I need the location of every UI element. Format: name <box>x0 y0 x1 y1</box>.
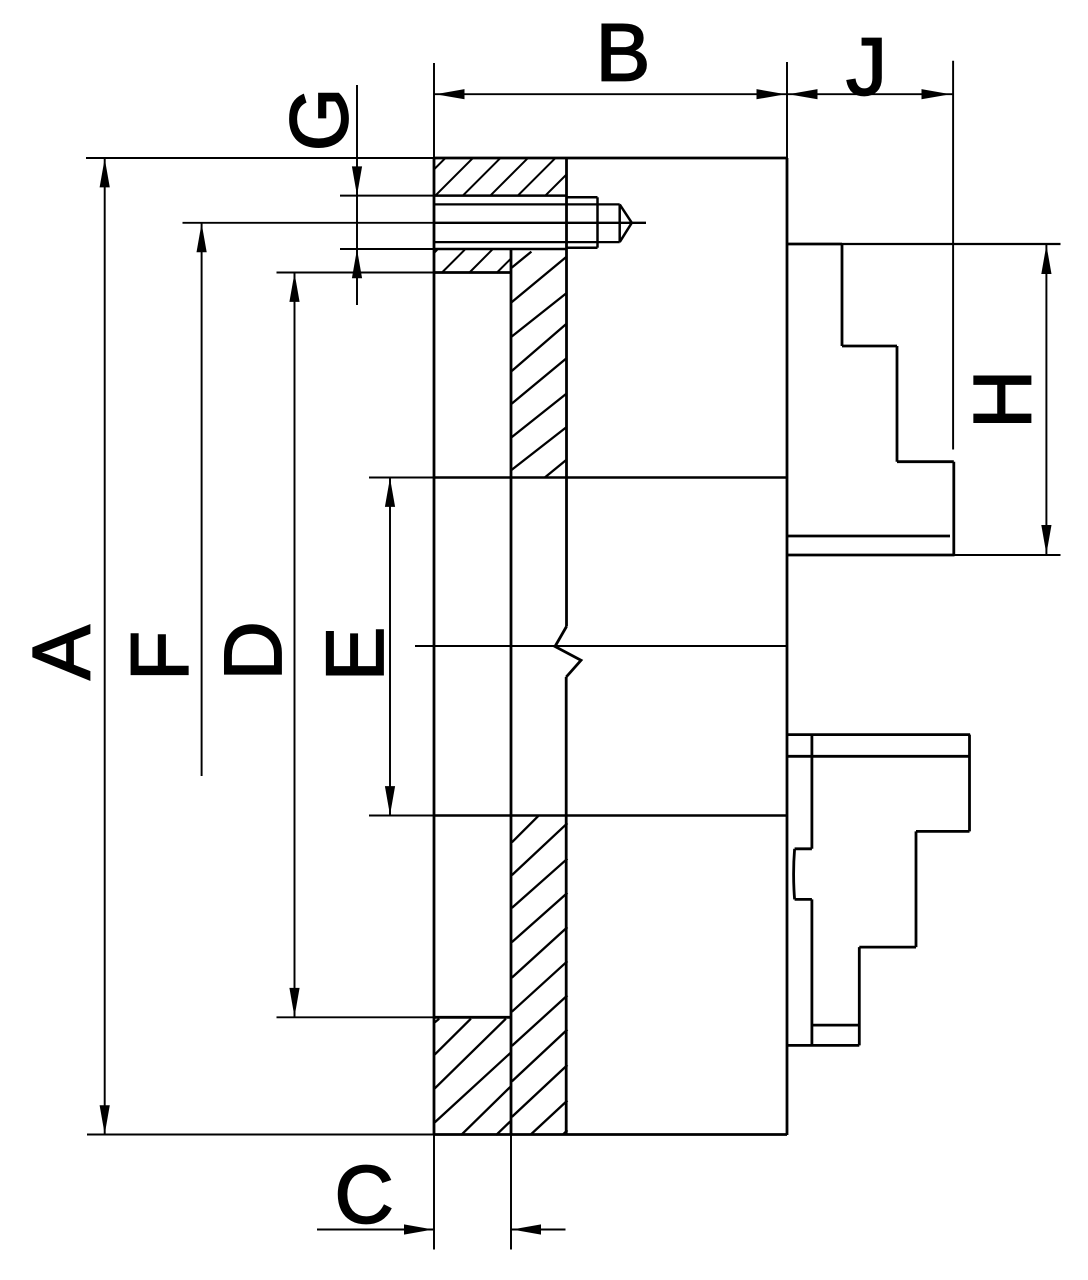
svg-text:B: B <box>596 8 651 99</box>
svg-text:C: C <box>334 1150 393 1241</box>
svg-text:A: A <box>17 625 108 680</box>
svg-text:E: E <box>310 627 401 682</box>
svg-text:D: D <box>208 621 299 680</box>
svg-text:J: J <box>846 22 887 113</box>
svg-text:F: F <box>115 631 206 681</box>
svg-text:G: G <box>274 87 365 151</box>
svg-text:H: H <box>958 370 1049 429</box>
